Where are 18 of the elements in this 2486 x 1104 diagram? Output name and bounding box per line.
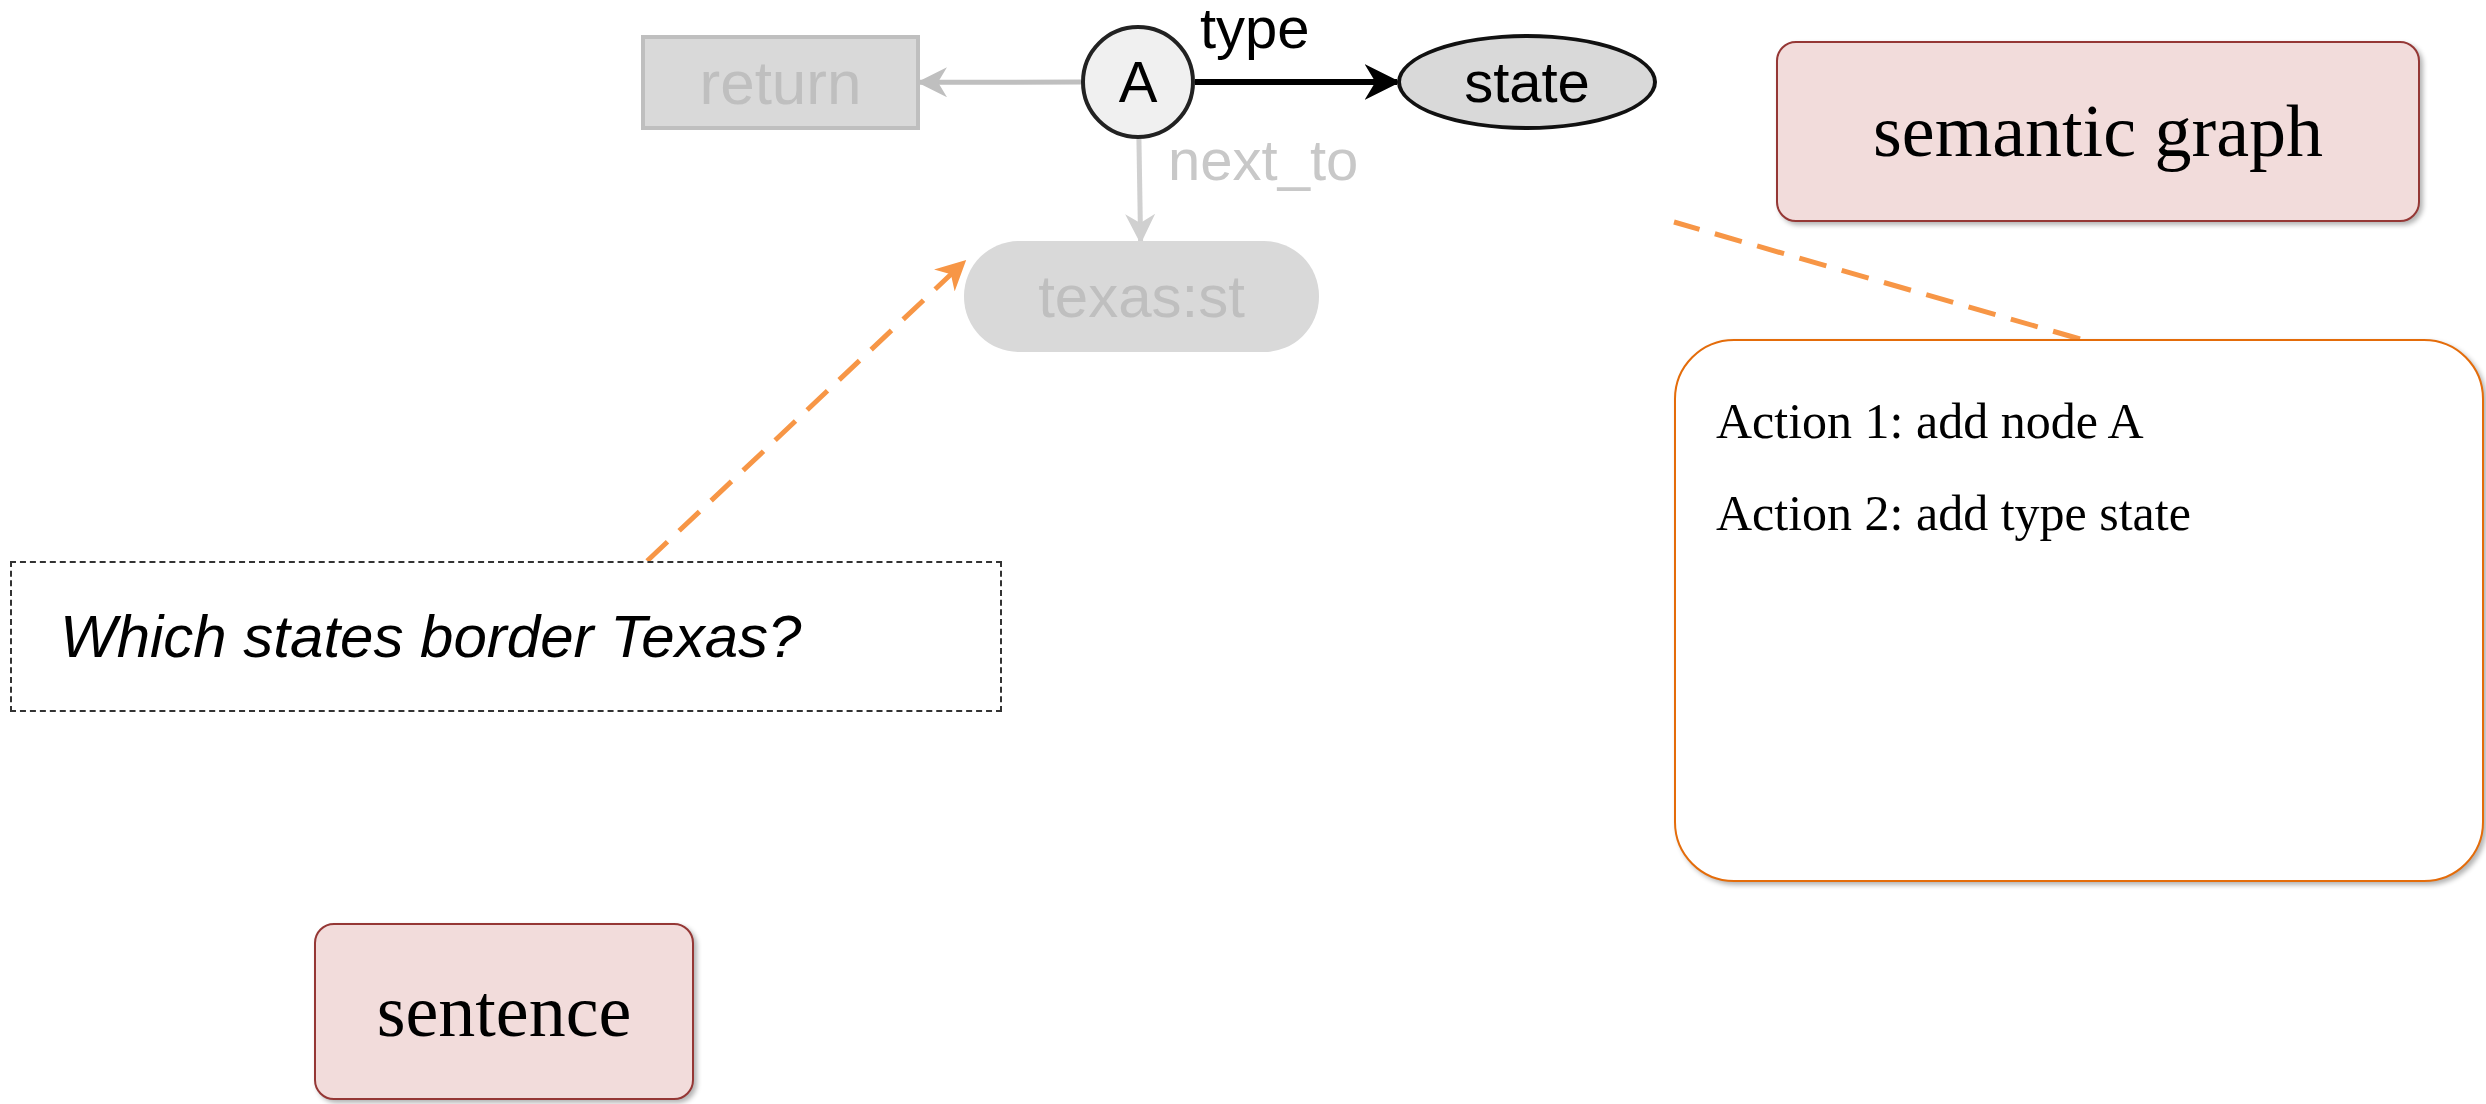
node-text: semantic graph [1873, 88, 2323, 174]
node-text: Which states border Texas? [60, 602, 802, 671]
question-box [10, 561, 1002, 712]
arrow [1125, 138, 1156, 244]
grayed-box [641, 35, 920, 130]
title-box [1776, 41, 2420, 222]
edge-label: type [1200, 0, 1310, 61]
node-text: state [1464, 48, 1590, 116]
entity-pill [964, 241, 1319, 352]
title-box [314, 923, 694, 1100]
node-text: Action 2: add type state [1716, 484, 2191, 543]
dashed-arrow [645, 259, 967, 563]
actions-box [1674, 339, 2484, 882]
node-text: sentence [376, 968, 632, 1054]
node-text: A [1118, 48, 1158, 116]
node-text: Action 1: add node A [1716, 392, 2144, 451]
dashed-line [1673, 219, 2081, 342]
arrow [917, 67, 1081, 98]
